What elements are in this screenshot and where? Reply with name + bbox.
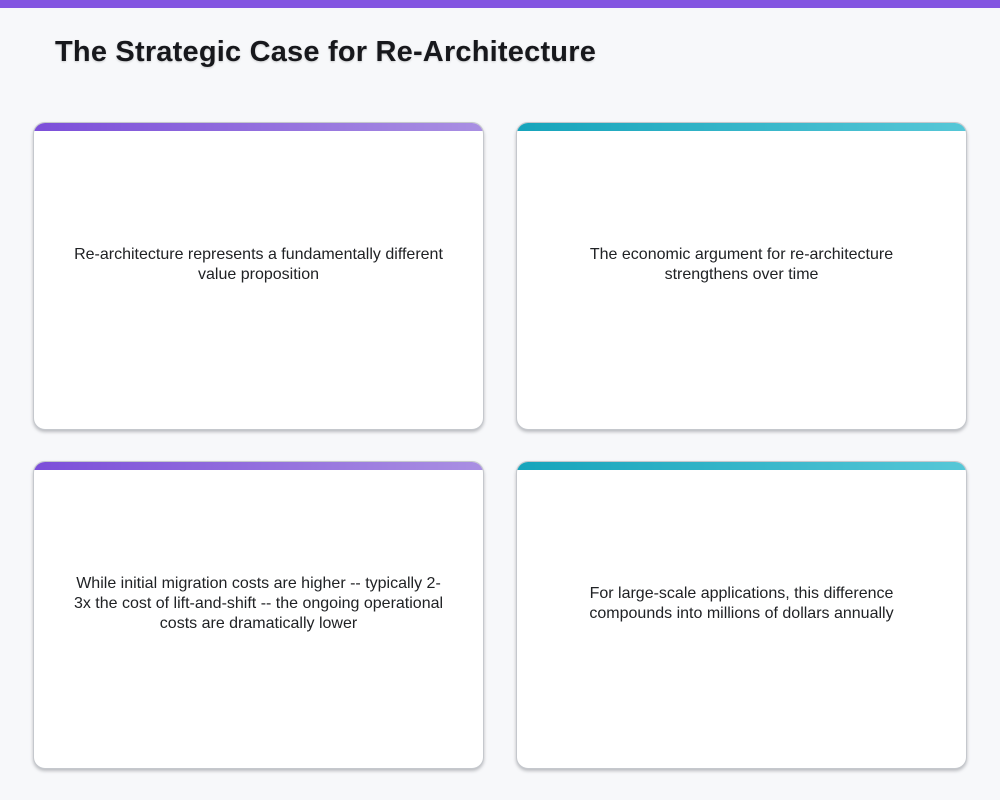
card-text: The economic argument for re-architectur… xyxy=(589,246,894,283)
card-accent-bar-purple xyxy=(34,462,483,470)
card-value-proposition: Re-architecture represents a fundamental… xyxy=(33,122,484,430)
card-migration-costs: While initial migration costs are higher… xyxy=(33,461,484,769)
card-text: While initial migration costs are higher… xyxy=(73,575,444,632)
cards-grid: Re-architecture represents a fundamental… xyxy=(33,122,967,769)
page-title: The Strategic Case for Re-Architecture xyxy=(55,36,597,68)
card-body: For large-scale applications, this diffe… xyxy=(517,470,966,768)
page-accent-bar xyxy=(0,0,1000,8)
card-compounding-savings: For large-scale applications, this diffe… xyxy=(516,461,967,769)
card-body: Re-architecture represents a fundamental… xyxy=(34,131,483,429)
card-body: While initial migration costs are higher… xyxy=(34,470,483,768)
card-accent-bar-teal xyxy=(517,462,966,470)
card-text: Re-architecture represents a fundamental… xyxy=(74,246,443,283)
card-economic-argument: The economic argument for re-architectur… xyxy=(516,122,967,430)
card-accent-bar-purple xyxy=(34,123,483,131)
card-accent-bar-teal xyxy=(517,123,966,131)
card-body: The economic argument for re-architectur… xyxy=(517,131,966,429)
card-text: For large-scale applications, this diffe… xyxy=(589,585,894,622)
